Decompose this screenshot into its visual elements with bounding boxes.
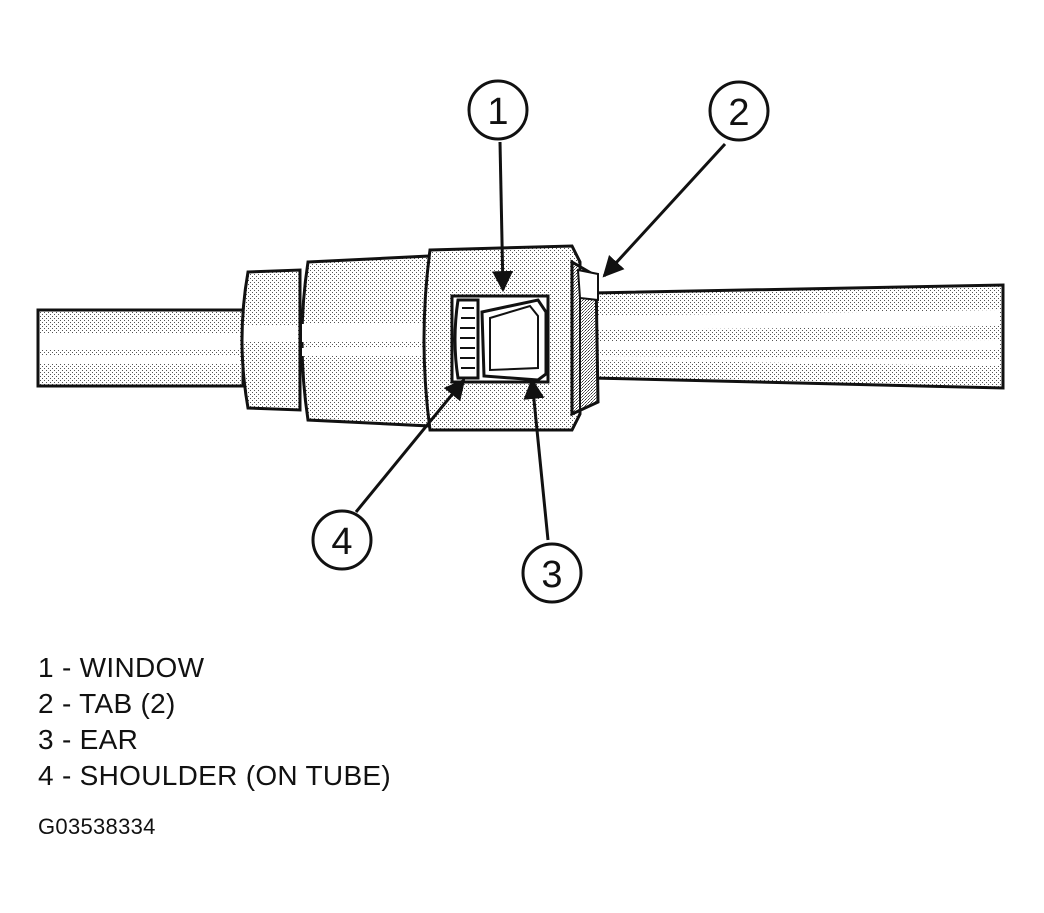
shoulder-on-tube xyxy=(453,298,480,380)
ear xyxy=(480,298,548,382)
legend-item-window: 1 - WINDOW xyxy=(38,652,205,683)
left-tube xyxy=(36,308,245,388)
callout-4: 4 xyxy=(311,509,373,571)
right-tube xyxy=(591,283,1005,390)
connector-collar-left xyxy=(240,268,302,412)
callout-2-number: 2 xyxy=(728,92,749,134)
figure-code: G03538334 xyxy=(38,814,156,839)
legend-item-shoulder: 4 - SHOULDER (ON TUBE) xyxy=(38,760,392,791)
callout-3-number: 3 xyxy=(541,554,562,596)
connector-body xyxy=(300,254,432,428)
callout-3: 3 xyxy=(521,542,583,604)
leader-lines xyxy=(354,141,727,541)
legend-item-tab: 2 - TAB (2) xyxy=(38,688,176,719)
callout-4-number: 4 xyxy=(331,521,352,563)
legend: 1 - WINDOW 2 - TAB (2) 3 - EAR 4 - SHOUL… xyxy=(38,650,391,794)
legend-item-ear: 3 - EAR xyxy=(38,724,139,755)
callout-1: 1 xyxy=(467,79,529,141)
tab xyxy=(576,268,599,302)
callout-2: 2 xyxy=(708,80,770,142)
connector-diagram: 1 2 3 4 xyxy=(36,79,1005,604)
callout-1-number: 1 xyxy=(487,91,508,133)
